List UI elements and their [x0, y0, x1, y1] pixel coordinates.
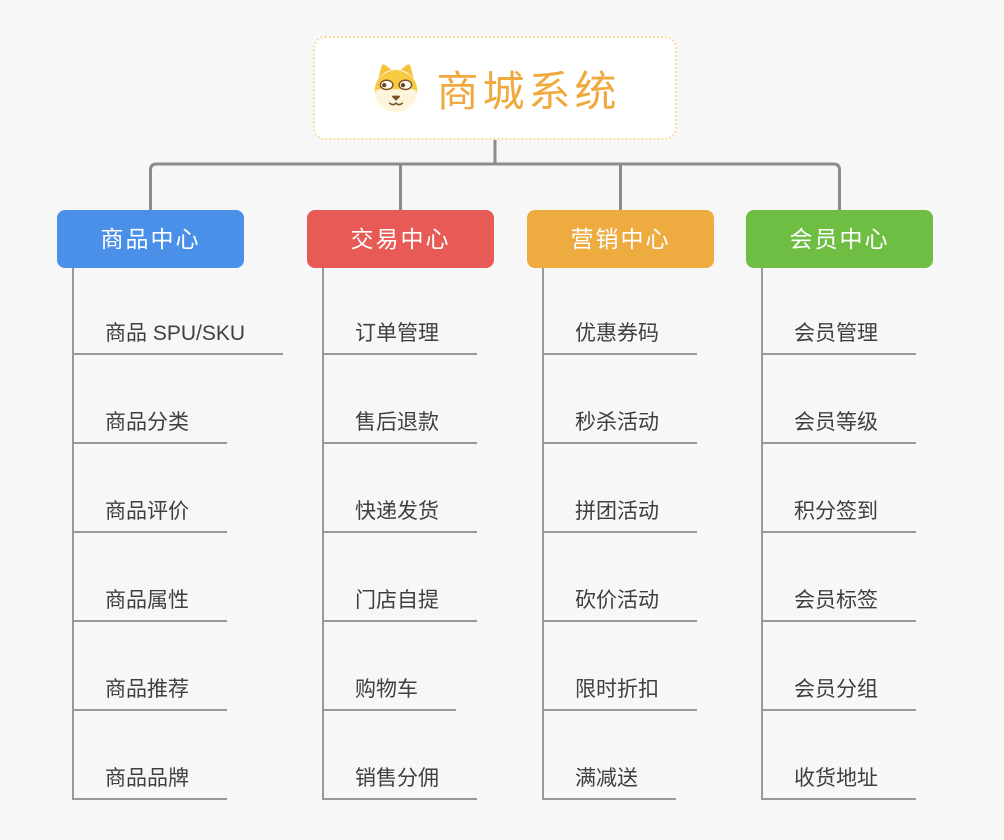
child-node[interactable]: 订单管理	[322, 311, 477, 355]
child-node[interactable]: 商品分类	[72, 400, 227, 444]
child-node[interactable]: 收货地址	[761, 756, 916, 800]
branch: 会员中心 会员管理 会员等级 积分签到 会员标签 会员分组 收货地址	[746, 210, 933, 800]
branch-node[interactable]: 营销中心	[527, 210, 714, 268]
child-node[interactable]: 会员管理	[761, 311, 916, 355]
child-node[interactable]: 积分签到	[761, 489, 916, 533]
root-node[interactable]: 商城系统	[313, 36, 677, 140]
dog-face-icon	[375, 64, 418, 113]
child-node[interactable]: 满减送	[542, 756, 676, 800]
child-node[interactable]: 优惠券码	[542, 311, 697, 355]
branch: 营销中心 优惠券码 秒杀活动 拼团活动 砍价活动 限时折扣 满减送	[527, 210, 714, 800]
child-node[interactable]: 商品 SPU/SKU	[72, 311, 284, 355]
child-node[interactable]: 售后退款	[322, 400, 477, 444]
child-node[interactable]: 会员分组	[761, 667, 916, 711]
branch-trunk-line	[72, 268, 74, 800]
child-node[interactable]: 门店自提	[322, 578, 477, 622]
child-node[interactable]: 快递发货	[322, 489, 477, 533]
branch-trunk-line	[542, 268, 544, 800]
root-title: 商城系统	[436, 67, 621, 115]
branch-trunk-line	[322, 268, 324, 800]
child-node[interactable]: 会员标签	[761, 578, 916, 622]
branch-node[interactable]: 会员中心	[746, 210, 933, 268]
child-node[interactable]: 拼团活动	[542, 489, 697, 533]
child-node[interactable]: 会员等级	[761, 400, 916, 444]
branch-trunk-line	[761, 268, 763, 800]
branch-node[interactable]: 商品中心	[57, 210, 244, 268]
branch: 交易中心 订单管理 售后退款 快递发货 门店自提 购物车 销售分佣	[307, 210, 494, 800]
child-node[interactable]: 购物车	[322, 667, 456, 711]
child-node[interactable]: 商品评价	[72, 489, 227, 533]
child-node[interactable]: 砍价活动	[542, 578, 697, 622]
child-node[interactable]: 商品推荐	[72, 667, 227, 711]
child-node[interactable]: 秒杀活动	[542, 400, 697, 444]
branch-node[interactable]: 交易中心	[307, 210, 494, 268]
child-node[interactable]: 限时折扣	[542, 667, 697, 711]
child-node[interactable]: 商品品牌	[72, 756, 227, 800]
child-node[interactable]: 商品属性	[72, 578, 227, 622]
child-node[interactable]: 销售分佣	[322, 756, 477, 800]
branch: 商品中心 商品 SPU/SKU 商品分类 商品评价 商品属性 商品推荐 商品品牌	[57, 210, 284, 800]
